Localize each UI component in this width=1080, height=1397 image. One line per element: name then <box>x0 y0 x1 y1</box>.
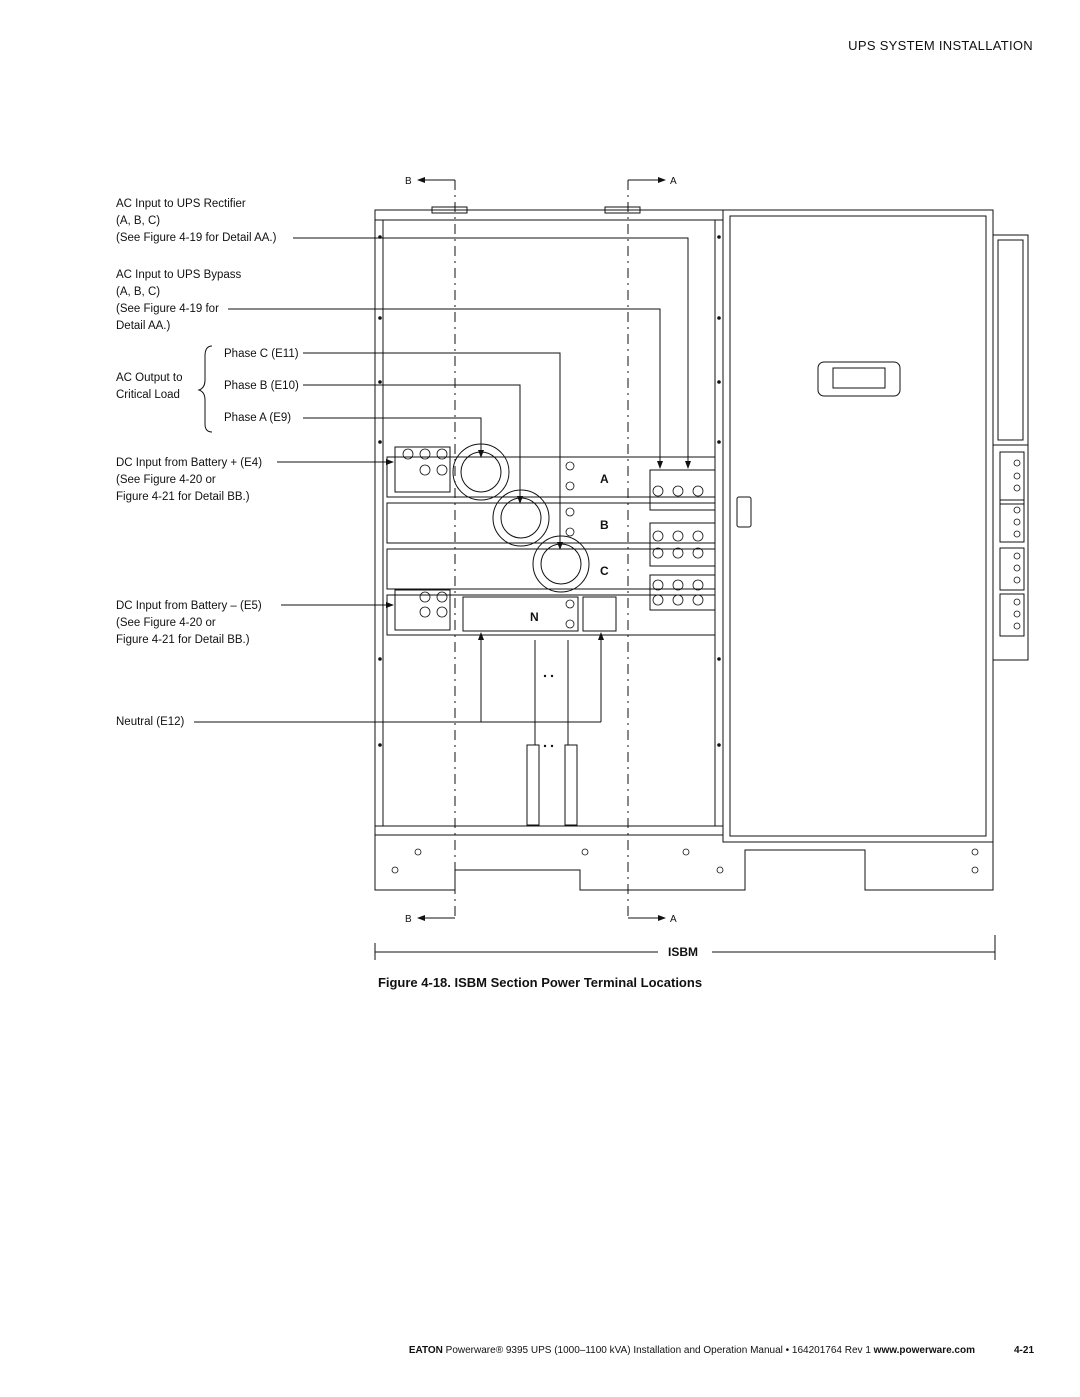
callout-neutral: Neutral (E12) <box>116 716 185 728</box>
callout-dc-negative: DC Input from Battery – (E5) (See Figure… <box>116 600 262 646</box>
footer-brand: EATON <box>408 1345 443 1356</box>
bus-bar-a <box>386 456 716 498</box>
phase-c-ct <box>532 535 590 593</box>
callout-phase-b: Phase B (E10) <box>224 380 299 392</box>
phase-b-ct <box>492 489 550 547</box>
bus-label-a: A <box>600 472 609 486</box>
terminal-block-b <box>649 522 716 567</box>
section-header: UPS SYSTEM INSTALLATION <box>848 38 1033 53</box>
bus-label-n: N <box>530 610 539 624</box>
bus-bar-c <box>386 548 716 590</box>
bus-bar-n <box>386 594 716 636</box>
terminal-block-c <box>649 574 716 611</box>
terminal-block-a <box>649 469 716 511</box>
page-number: 4-21 <box>1013 1345 1034 1356</box>
figure-caption: Figure 4-18. ISBM Section Power Terminal… <box>377 975 703 990</box>
footer-url: www.powerware.com <box>873 1345 975 1356</box>
callout-ac-bypass: AC Input to UPS Bypass (A, B, C) (See Fi… <box>116 269 242 332</box>
section-marker-b-top: B <box>405 176 412 187</box>
section-marker-a-bottom: A <box>670 914 677 925</box>
dimension-label-isbm: ISBM <box>668 945 698 959</box>
cabinet-door <box>722 209 994 843</box>
callout-ac-rectifier: AC Input to UPS Rectifier (A, B, C) (See… <box>116 198 277 244</box>
callout-dc-positive: DC Input from Battery + (E4) (See Figure… <box>116 457 263 503</box>
footer-text: Powerware® 9395 UPS (1000–1100 kVA) Inst… <box>442 1345 874 1356</box>
door-handle <box>736 496 752 528</box>
bus-label-c: C <box>600 564 609 578</box>
bus-label-b: B <box>600 518 609 532</box>
callout-phase-c: Phase C (E11) <box>224 348 299 360</box>
callout-ac-output: AC Output to Critical Load <box>116 372 183 401</box>
callout-phase-a: Phase A (E9) <box>224 412 292 424</box>
section-marker-a-top: A <box>670 176 677 187</box>
section-marker-b-bottom: B <box>405 914 412 925</box>
control-panel-display <box>817 361 901 397</box>
page-footer: EATON Powerware® 9395 UPS (1000–1100 kVA… <box>0 1345 975 1356</box>
